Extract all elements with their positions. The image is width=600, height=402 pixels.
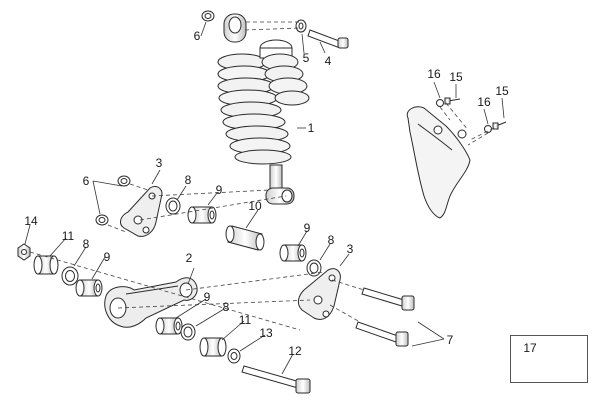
chain-guard-bracket: [406, 106, 471, 219]
ring-8-lower: [180, 323, 196, 341]
callout-9-right: 9: [303, 221, 311, 235]
bolt-12: [241, 365, 311, 394]
screws-15-16: [436, 97, 507, 133]
part-17-inset-box: [510, 335, 588, 383]
callout-12: 12: [288, 344, 302, 358]
gas-reservoir: [259, 39, 310, 106]
callout-14: 14: [24, 214, 38, 228]
callout-3-left: 3: [155, 156, 163, 170]
bushing-9-right: [279, 244, 307, 262]
bolts-7: [355, 287, 415, 347]
callout-8-left: 8: [82, 237, 90, 251]
callout-3-right: 3: [346, 242, 354, 256]
linkage-arm-2: [104, 277, 198, 328]
callout-4: 4: [324, 54, 332, 68]
bushing-9-left: [75, 279, 103, 297]
callout-9-left: 9: [103, 250, 111, 264]
callout-8-lower: 8: [222, 300, 230, 314]
shock-absorber: [217, 13, 310, 205]
callout-9-lower: 9: [203, 290, 211, 304]
rocker-plate-right: [297, 268, 341, 320]
callout-5: 5: [302, 51, 310, 65]
callout-6-left: 6: [82, 174, 90, 188]
callout-9-upper: 9: [215, 183, 223, 197]
ring-8-upper: [165, 197, 181, 215]
callout-10: 10: [248, 199, 262, 213]
callout-8-right: 8: [327, 233, 335, 247]
callout-8-upper: 8: [184, 173, 192, 187]
callout-11-left: 11: [61, 229, 75, 243]
washers-6-left: [95, 175, 131, 226]
callout-16-right: 16: [477, 95, 491, 109]
spacer-11-left: [33, 255, 59, 275]
nut-14: [17, 243, 31, 261]
callout-2: 2: [185, 251, 193, 265]
callout-15-right: 15: [495, 84, 509, 98]
callout-7: 7: [446, 333, 454, 347]
callout-6-top: 6: [193, 29, 201, 43]
leader-lines: [24, 21, 547, 375]
spacer-11-lower: [199, 337, 227, 357]
washer-13: [227, 348, 241, 364]
callout-17: 17: [523, 341, 537, 355]
callout-16-left: 16: [427, 67, 441, 81]
ring-8-left: [61, 266, 79, 286]
callout-15-left: 15: [449, 70, 463, 84]
bushing-9-lower: [155, 317, 183, 335]
callout-13: 13: [259, 326, 273, 340]
washer-5: [295, 19, 307, 33]
callout-1: 1: [307, 121, 315, 135]
bolt-4: [307, 29, 349, 49]
callout-11-lower: 11: [238, 313, 252, 327]
spacer-10: [225, 225, 265, 251]
spring-coils: [217, 53, 292, 165]
washer-top: [201, 10, 215, 22]
bushing-9-upper: [187, 206, 217, 224]
rocker-plate-left: [120, 185, 163, 237]
